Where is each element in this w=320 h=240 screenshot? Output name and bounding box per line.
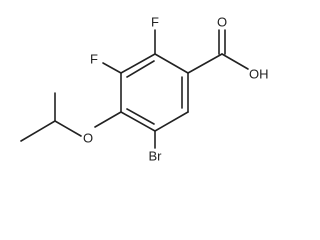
c-oh-bond [221, 53, 249, 70]
ring-bond [120, 53, 156, 74]
atom-labels: F F O OH O Br [83, 14, 269, 163]
c-o-ether-bond [94, 111, 122, 128]
ch-ch3-left-bond [20, 120, 56, 142]
c-f-left-bond [102, 62, 122, 74]
structure-diagram: F F O OH O Br [20, 14, 269, 163]
ring-bond [154, 53, 189, 74]
atom-label-br: Br [149, 148, 163, 163]
ring-bond [154, 111, 189, 132]
atom-label-f-top: F [151, 14, 159, 29]
ring-bond-inner [126, 108, 155, 125]
o-ch-bond [54, 120, 82, 137]
bonds [20, 29, 249, 149]
atom-label-oh: OH [249, 66, 269, 81]
ring-bond-inner [126, 60, 155, 78]
atom-label-f-left: F [90, 51, 98, 66]
atom-label-o-carbonyl: O [217, 14, 227, 29]
atom-label-o-ether: O [83, 130, 93, 145]
ring-bond [120, 111, 156, 132]
ring-cooh-bond [187, 53, 223, 74]
